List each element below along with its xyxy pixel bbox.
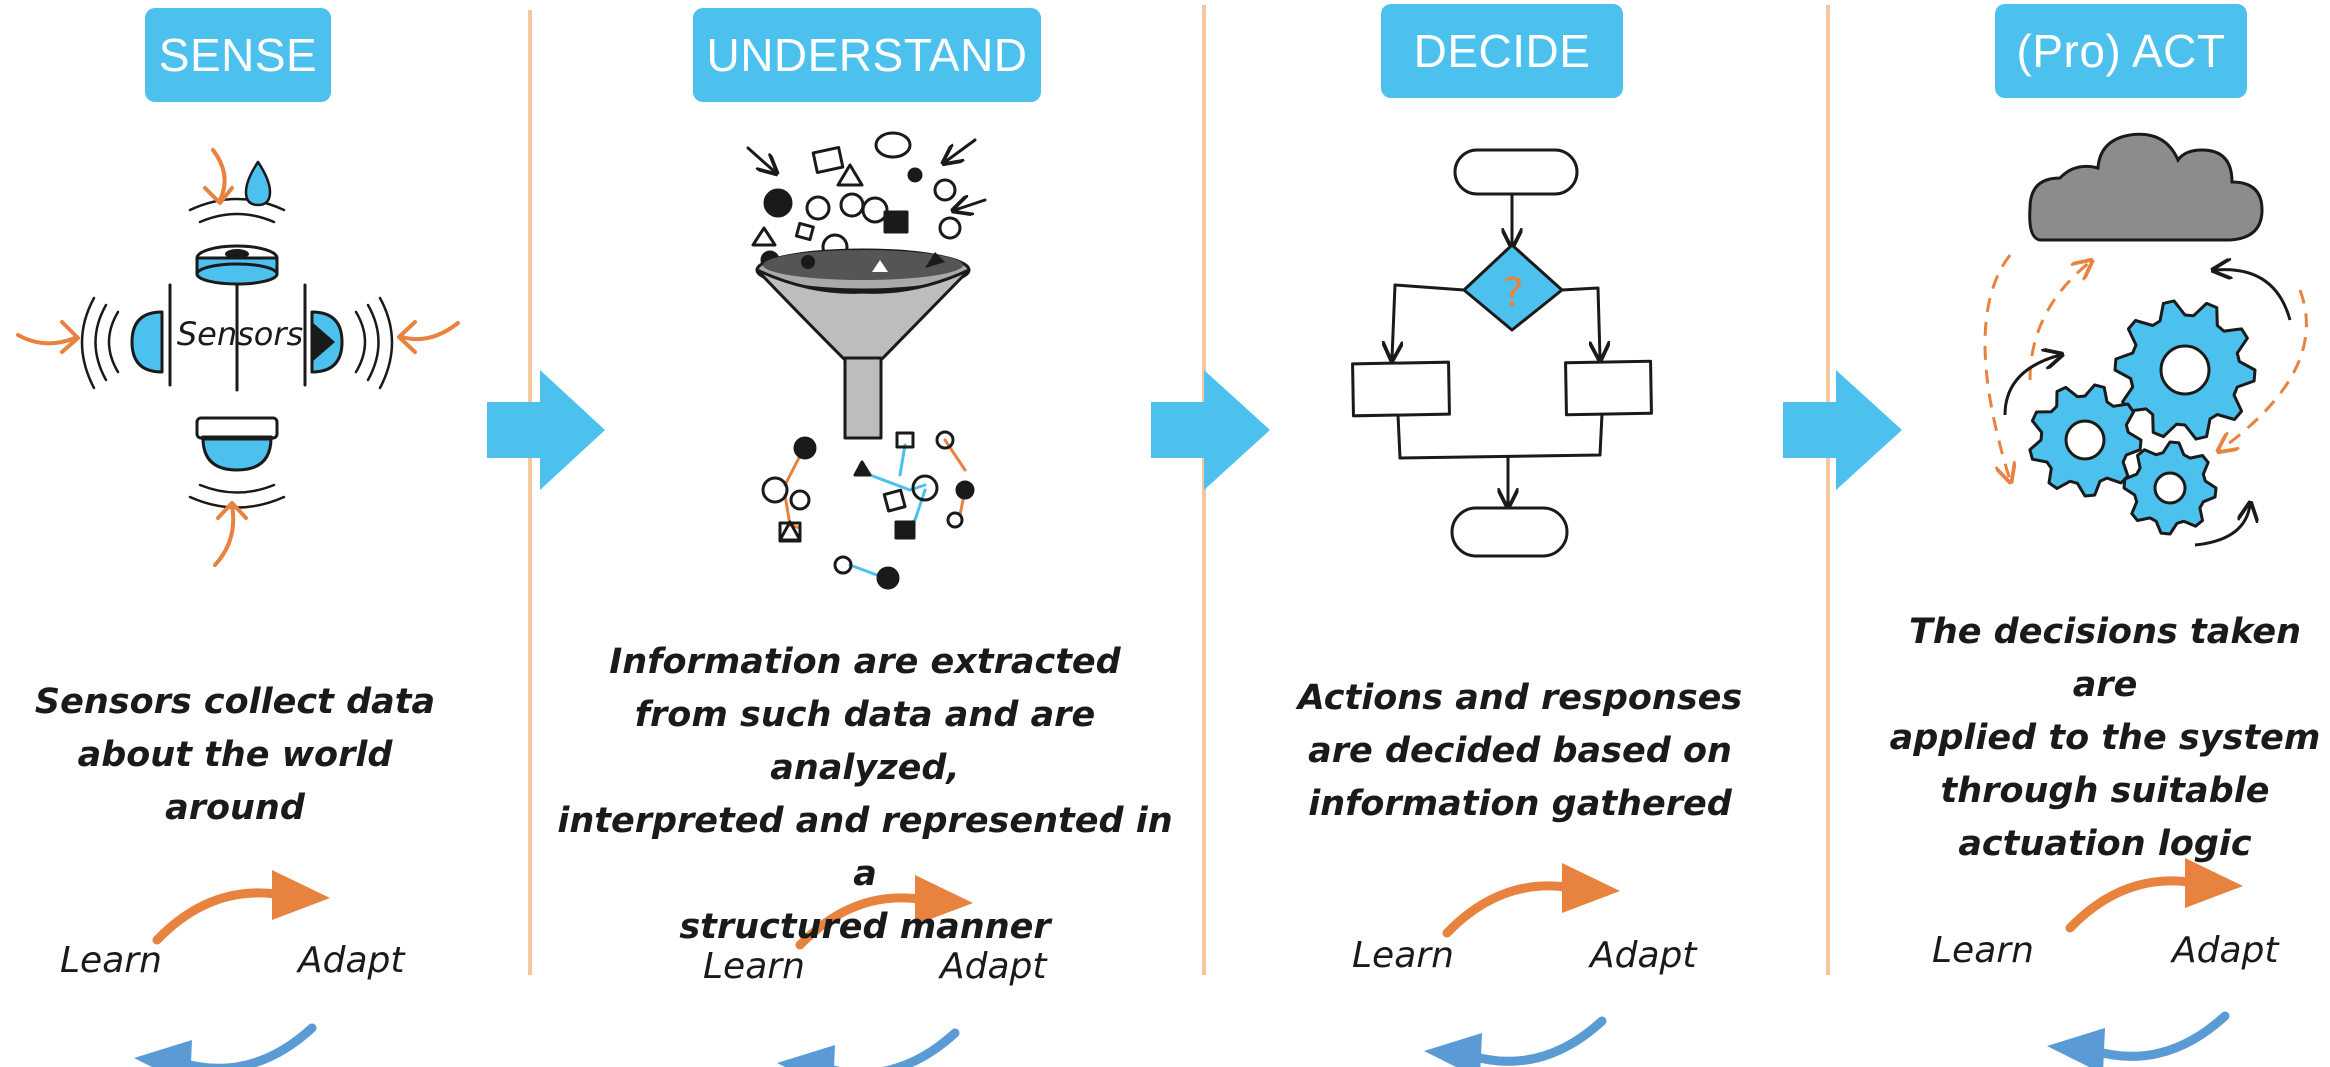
stage-description-sense: Sensors collect data about the world aro… [20,676,450,835]
stage-description-act: The decisions taken are applied to the s… [1880,606,2330,871]
learn-label-sense: Learn [60,940,162,981]
arrow-right-icon [1151,370,1270,490]
cycle-arrows-icon [2047,858,2243,1067]
description-line: about the world [77,735,393,775]
sensor-icon: Sensors [16,148,460,567]
gear-icon [2028,383,2143,498]
description-line: Information are extracted [609,642,1121,682]
stage-description-decide: Actions and responses are decided based … [1270,672,1770,831]
description-line: The decisions taken are [1908,612,2302,705]
description-line: actuation logic [1958,824,2252,864]
adapt-label-act: Adapt [2172,930,2279,971]
adapt-label-understand: Adapt [940,946,1047,987]
arrow-right-icon [487,370,605,490]
stage-title-decide: DECIDE [1381,4,1623,98]
sensors-label: Sensors [177,315,303,353]
learn-adapt-cycles [134,858,2243,1067]
description-line: interpreted and represented in a [557,801,1173,894]
description-line: applied to the system [1889,718,2321,758]
gears-cloud-icon [1983,132,2308,547]
description-line: are decided based on [1308,731,1732,771]
gear-icon [2113,299,2257,441]
stage-title-sense: SENSE [145,8,331,102]
cycle-arrows-icon [777,875,973,1067]
stage-title-act: (Pro) ACT [1995,4,2247,98]
description-line: through suitable [1940,771,2270,811]
gear-icon [2122,440,2218,536]
description-line: information gathered [1308,784,1732,824]
flow-arrows [487,370,1902,490]
arrow-right-icon [1783,370,1902,490]
decision-symbol: ? [1502,270,1523,316]
learn-label-understand: Learn [703,946,805,987]
adapt-label-sense: Adapt [298,940,405,981]
description-line: from such data and are analyzed, [634,695,1096,788]
stage-description-understand: Information are extracted from such data… [545,636,1185,954]
flowchart-icon: ? [1351,148,1653,558]
learn-label-decide: Learn [1352,935,1454,976]
description-line: Actions and responses [1297,678,1743,718]
stage-title-understand: UNDERSTAND [693,8,1041,102]
description-line: structured manner [679,907,1051,947]
adapt-label-decide: Adapt [1590,935,1697,976]
cycle-arrows-icon [1424,863,1620,1067]
funnel-icon [746,131,987,590]
description-line: around [165,788,305,828]
description-line: Sensors collect data [34,682,436,722]
learn-label-act: Learn [1932,930,2034,971]
